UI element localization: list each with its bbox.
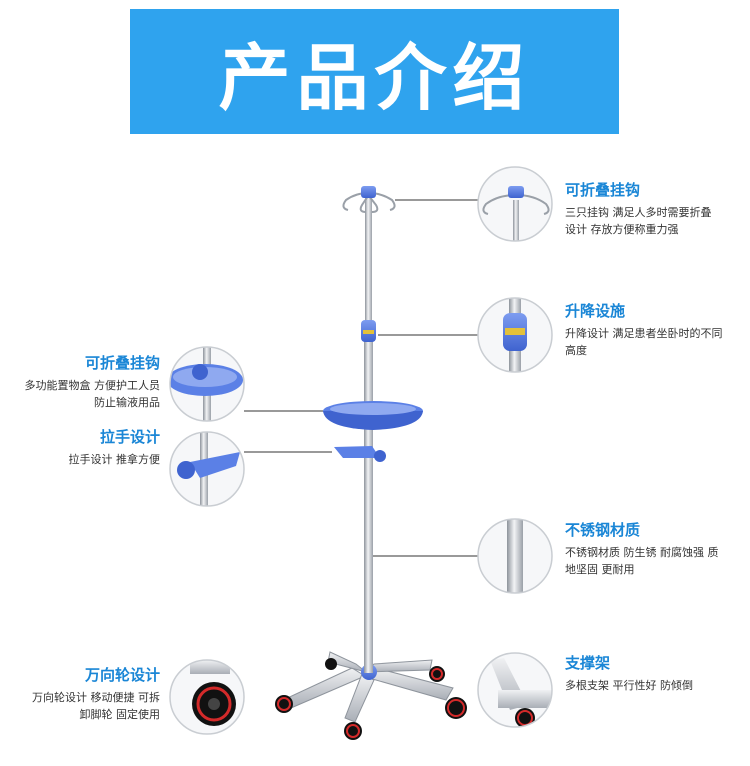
feature-title: 不锈钢材质 xyxy=(565,521,641,539)
feature-desc: 万向轮设计 移动便捷 可拆 卸脚轮 固定使用 xyxy=(4,689,160,723)
detail-base xyxy=(478,653,552,727)
feature-title: 可折叠挂钩 xyxy=(84,354,160,372)
feature-desc-line: 不锈钢材质 防生锈 耐腐蚀强 质 xyxy=(565,546,719,559)
feature-desc-line: 卸脚轮 固定使用 xyxy=(79,708,161,721)
page-title: 产品介绍 xyxy=(218,36,531,120)
feature-hooks: 可折叠挂钩 三只挂钩 满足人多时需要折叠 设计 存放方便称重力强 xyxy=(565,181,745,238)
feature-desc-line: 防止输液用品 xyxy=(94,396,160,409)
feature-wheels: 万向轮设计 万向轮设计 移动便捷 可拆 卸脚轮 固定使用 xyxy=(4,666,160,723)
feature-desc-line: 多根支架 平行性好 防倾倒 xyxy=(565,679,693,692)
feature-title: 拉手设计 xyxy=(99,428,160,446)
feature-desc: 多根支架 平行性好 防倾倒 xyxy=(565,677,745,694)
feature-desc-line: 升降设计 满足患者坐卧时的不同 xyxy=(565,327,723,340)
feature-tray: 可折叠挂钩 多功能置物盒 方便护工人员 防止输液用品 xyxy=(4,354,161,411)
detail-steel xyxy=(478,519,552,593)
feature-desc-line: 万向轮设计 移动便捷 可拆 xyxy=(32,691,160,704)
feature-desc-line: 高度 xyxy=(565,344,587,357)
feature-desc-line: 三只挂钩 满足人多时需要折叠 xyxy=(565,206,712,219)
stand xyxy=(275,186,467,740)
detail-wheels xyxy=(170,660,244,734)
feature-desc: 拉手设计 推拿方便 xyxy=(4,451,161,468)
detail-hooks xyxy=(478,167,552,241)
detail-lift xyxy=(478,298,552,372)
title-banner: 产品介绍 xyxy=(130,9,619,134)
feature-desc-line: 拉手设计 推拿方便 xyxy=(68,453,161,466)
feature-desc: 多功能置物盒 方便护工人员 防止输液用品 xyxy=(4,377,161,411)
feature-title: 万向轮设计 xyxy=(84,666,160,684)
feature-handle: 拉手设计 拉手设计 推拿方便 xyxy=(4,428,161,468)
feature-desc-line: 设计 存放方便称重力强 xyxy=(565,223,679,236)
feature-title: 升降设施 xyxy=(565,302,626,320)
feature-desc-line: 地坚固 更耐用 xyxy=(565,563,635,576)
feature-title: 支撑架 xyxy=(565,654,611,672)
feature-title: 可折叠挂钩 xyxy=(565,181,641,199)
feature-desc: 升降设计 满足患者坐卧时的不同 高度 xyxy=(565,325,745,359)
feature-desc: 三只挂钩 满足人多时需要折叠 设计 存放方便称重力强 xyxy=(565,204,745,238)
detail-handle xyxy=(170,432,244,506)
feature-lift: 升降设施 升降设计 满足患者坐卧时的不同 高度 xyxy=(565,302,745,359)
connector-lines xyxy=(244,199,478,557)
feature-steel: 不锈钢材质 不锈钢材质 防生锈 耐腐蚀强 质 地坚固 更耐用 xyxy=(565,521,745,578)
feature-desc-line: 多功能置物盒 方便护工人员 xyxy=(24,379,161,392)
feature-desc: 不锈钢材质 防生锈 耐腐蚀强 质 地坚固 更耐用 xyxy=(565,544,745,578)
detail-tray xyxy=(170,347,244,421)
feature-base: 支撑架 多根支架 平行性好 防倾倒 xyxy=(565,654,745,694)
